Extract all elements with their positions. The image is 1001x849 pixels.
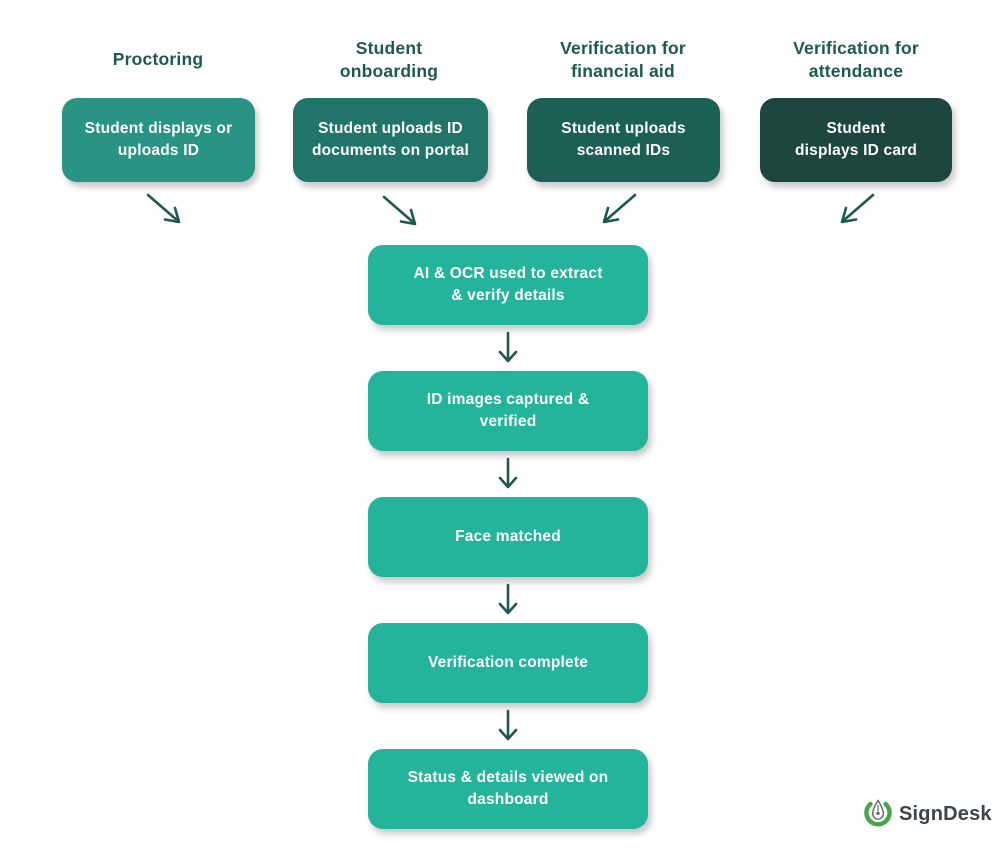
node-face-matched: Face matched bbox=[368, 497, 648, 577]
column-heading-proctoring: Proctoring bbox=[112, 49, 204, 69]
arrow-down-left-icon bbox=[834, 192, 878, 230]
node-ai-ocr-extract-verify: AI & OCR used to extract & verify detail… bbox=[368, 245, 648, 325]
node-student-displays-id-card: Student displays ID card bbox=[760, 98, 952, 182]
column-heading-student-onboarding: Student onboarding bbox=[339, 38, 439, 82]
signdesk-logo-text: SignDesk bbox=[899, 803, 992, 825]
signdesk-pen-nib-icon bbox=[862, 795, 894, 834]
node-label: Status & details viewed on dashboard bbox=[407, 768, 609, 808]
column-heading-verification-attendance: Verification for attendance bbox=[793, 38, 919, 82]
node-label: Verification complete bbox=[427, 653, 589, 671]
arrow-down-right-icon bbox=[379, 194, 423, 232]
arrow-down-icon bbox=[496, 582, 520, 620]
node-verification-complete: Verification complete bbox=[368, 623, 648, 703]
node-status-details-dashboard: Status & details viewed on dashboard bbox=[368, 749, 648, 829]
node-label: Face matched bbox=[455, 527, 561, 545]
arrow-down-right-icon bbox=[143, 192, 187, 230]
node-student-displays-or-uploads-id: Student displays or uploads ID bbox=[62, 98, 255, 182]
node-label: Student displays or uploads ID bbox=[84, 119, 233, 159]
node-label: Student uploads scanned IDs bbox=[561, 119, 686, 159]
column-heading-verification-financial-aid: Verification for financial aid bbox=[560, 38, 686, 82]
signdesk-logo: SignDesk bbox=[862, 795, 992, 834]
node-label: ID images captured & verified bbox=[426, 390, 590, 430]
node-id-images-captured-verified: ID images captured & verified bbox=[368, 371, 648, 451]
node-label: AI & OCR used to extract & verify detail… bbox=[413, 264, 603, 304]
node-student-uploads-id-documents: Student uploads ID documents on portal bbox=[293, 98, 488, 182]
arrow-down-icon bbox=[496, 708, 520, 746]
arrow-down-icon bbox=[496, 456, 520, 494]
node-label: Student displays ID card bbox=[794, 119, 918, 159]
node-label: Student uploads ID documents on portal bbox=[311, 119, 470, 159]
node-student-uploads-scanned-ids: Student uploads scanned IDs bbox=[527, 98, 720, 182]
arrow-down-icon bbox=[496, 330, 520, 368]
arrow-down-left-icon bbox=[596, 192, 640, 230]
